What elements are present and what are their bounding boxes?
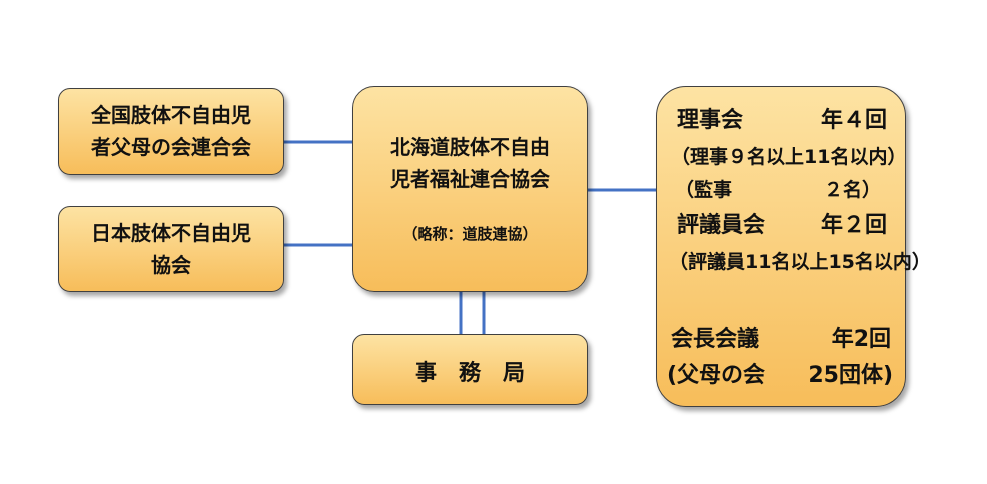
chairs-label: 会長会議: [671, 327, 760, 352]
auditor-label: （監事: [675, 179, 733, 201]
parents-count: 25団体): [808, 363, 893, 388]
main-org-line1: 北海道肢体不自由: [390, 135, 550, 159]
org-a-line2: 者父母の会連合会: [91, 135, 251, 159]
main-org-line2: 児者福祉連合協会: [390, 167, 550, 191]
council-note: （評議員11名以上15名以内）: [669, 251, 931, 273]
org-box-zenkoku: 全国肢体不自由児 者父母の会連合会: [58, 88, 284, 175]
council-frequency: 年２回: [820, 213, 887, 238]
board-label: 理事会: [677, 108, 744, 133]
main-org-box: 北海道肢体不自由 児者福祉連合協会 （略称：道肢連協）: [352, 86, 588, 292]
org-box-nihon: 日本肢体不自由児 協会: [58, 206, 284, 292]
main-org-abbrev: （略称：道肢連協）: [402, 225, 538, 243]
governance-box: 理事会 年４回 （理事９名以上11名以内） （監事 ２名） 評議員会 年２回 （…: [656, 86, 931, 407]
org-b-line2: 協会: [151, 253, 191, 277]
chairs-frequency: 年2回: [831, 327, 891, 352]
office-label: 事 務 局: [414, 361, 525, 386]
board-note: （理事９名以上11名以内）: [671, 146, 907, 168]
auditor-count: ２名）: [823, 179, 881, 201]
board-frequency: 年４回: [820, 108, 887, 133]
org-b-line1: 日本肢体不自由児: [91, 221, 251, 245]
council-label: 評議員会: [677, 213, 766, 238]
office-box: 事 務 局: [352, 334, 588, 405]
parents-label: (父母の会: [667, 363, 766, 388]
org-a-line1: 全国肢体不自由児: [91, 103, 251, 127]
